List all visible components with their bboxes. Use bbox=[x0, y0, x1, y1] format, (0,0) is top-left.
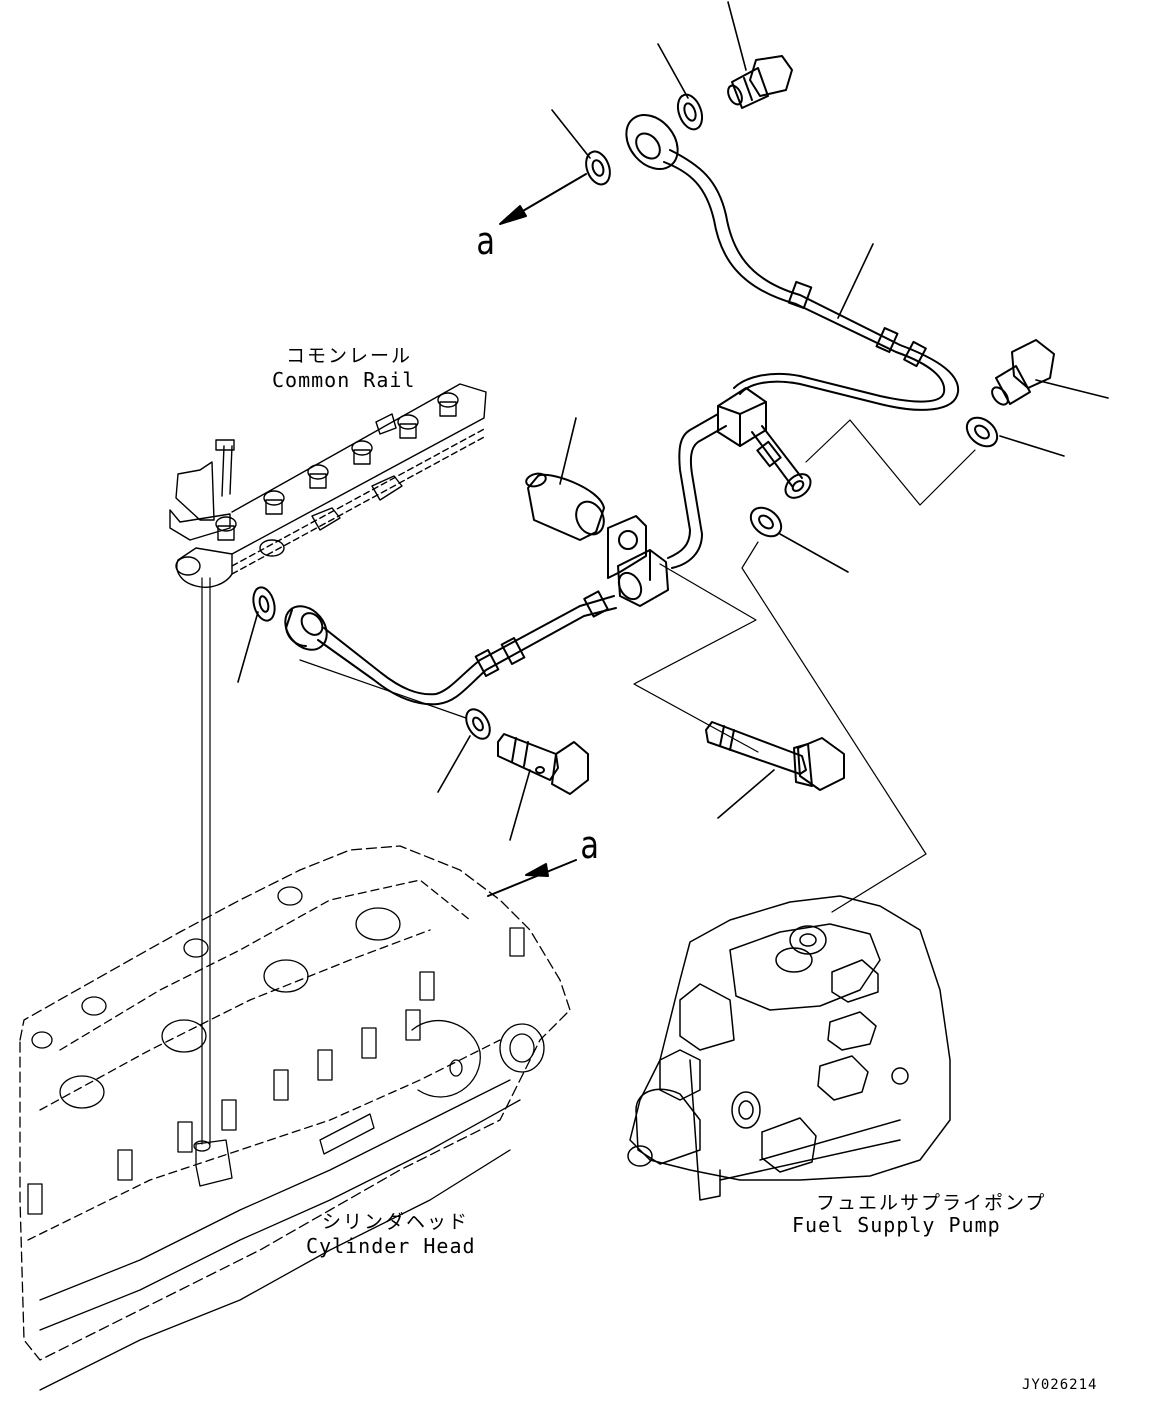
fuel-tube-lower bbox=[284, 413, 727, 706]
rail-ports bbox=[215, 392, 459, 557]
head-bolt-bosses bbox=[27, 886, 545, 1215]
common-rail-label-en: Common Rail bbox=[272, 368, 416, 392]
view-marker-a-top: a bbox=[476, 219, 495, 263]
view-marker-a-bottom: a bbox=[580, 823, 599, 867]
common-rail-label-jp: コモンレール bbox=[286, 345, 413, 367]
drawing-code: JY026214 bbox=[1022, 1377, 1098, 1393]
fitting-right bbox=[991, 339, 1055, 406]
fuel-tube-upper bbox=[625, 114, 960, 411]
cylinder-head bbox=[19, 845, 571, 1391]
spacer-collar bbox=[525, 472, 605, 541]
view-arrow-a-bottom bbox=[487, 859, 577, 897]
clamp-bracket bbox=[607, 515, 669, 607]
fuel-pump-label-en: Fuel Supply Pump bbox=[792, 1213, 1001, 1237]
fuel-pump-label-jp: フュエルサプライポンプ bbox=[816, 1192, 1047, 1214]
common-rail bbox=[169, 383, 487, 588]
fuel-supply-pump bbox=[627, 895, 951, 1201]
cylinder-head-label-jp: シリンダヘッド bbox=[322, 1211, 470, 1233]
connection-lines bbox=[201, 419, 976, 1145]
tee-block bbox=[717, 387, 812, 499]
gaskets bbox=[252, 93, 999, 740]
flange-bolt bbox=[705, 721, 845, 791]
view-arrow-a-top bbox=[499, 173, 587, 225]
eye-bolt-top bbox=[727, 55, 793, 109]
eye-bolt-lower bbox=[497, 733, 589, 795]
cylinder-head-label-en: Cylinder Head bbox=[306, 1234, 476, 1258]
leader-lines bbox=[237, 1, 1109, 841]
